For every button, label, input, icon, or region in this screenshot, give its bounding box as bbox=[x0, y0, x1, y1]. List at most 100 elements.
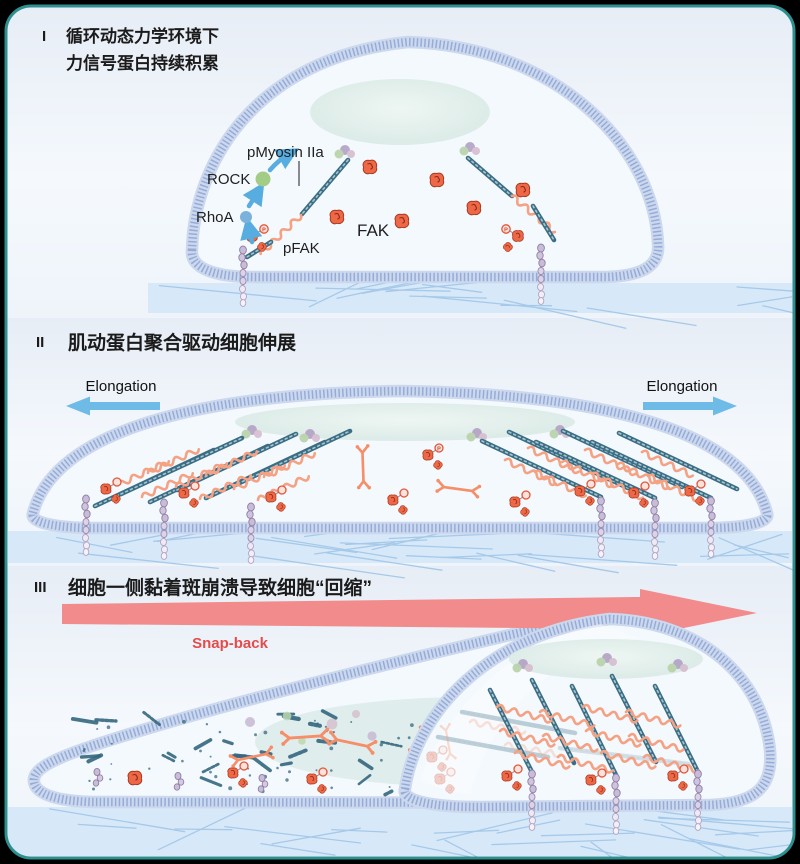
ecm-fiber bbox=[653, 810, 724, 821]
actin-highlight bbox=[559, 747, 689, 765]
ecm-fiber bbox=[441, 553, 533, 559]
actin-highlight bbox=[618, 432, 738, 490]
ecm-fiber bbox=[255, 537, 358, 554]
stress-fiber-right bbox=[465, 155, 558, 243]
label-pfak: pFAK bbox=[283, 240, 320, 257]
ecm-fiber bbox=[361, 280, 428, 294]
ecm-fiber bbox=[224, 825, 362, 844]
actin-speck bbox=[407, 736, 411, 740]
actin-fragment bbox=[86, 753, 104, 764]
actin-fragment bbox=[222, 739, 234, 746]
ecm-fiber bbox=[109, 533, 167, 546]
ecm-fiber bbox=[496, 819, 561, 834]
actin-highlight bbox=[611, 675, 657, 763]
actin-fragment bbox=[94, 718, 118, 723]
fak-molecule bbox=[515, 182, 531, 198]
ecm-fiber bbox=[517, 554, 619, 574]
phosphate-label: P bbox=[437, 446, 441, 452]
frame-border bbox=[4, 4, 796, 860]
actin-highlight bbox=[532, 205, 555, 241]
label-rock: ROCK bbox=[207, 171, 250, 188]
panel-3: III 细胞一侧黏着斑崩溃导致细胞“回缩” bbox=[8, 576, 794, 858]
membrane-ticks bbox=[28, 386, 772, 533]
ecm-fiber bbox=[444, 839, 587, 858]
actin-speck bbox=[92, 787, 95, 791]
actin-fragment bbox=[199, 776, 223, 787]
panel-2-numeral: II bbox=[36, 334, 44, 351]
panel-1-numeral: I bbox=[42, 28, 46, 45]
actin-highlight bbox=[437, 736, 549, 758]
ecm-fiber bbox=[260, 842, 336, 856]
retraction-ghost-wedge bbox=[420, 624, 640, 794]
rhoa-rock-cascade bbox=[240, 148, 300, 245]
actin-speck bbox=[263, 730, 268, 735]
actin-speck bbox=[380, 758, 383, 762]
nucleus-2 bbox=[235, 403, 575, 441]
ecm-fiber bbox=[271, 827, 361, 845]
actin-speck bbox=[330, 769, 333, 772]
rhoa-node bbox=[240, 211, 252, 223]
label-fak: FAK bbox=[357, 221, 390, 240]
fak-molecule bbox=[394, 213, 410, 229]
membrane-ticks bbox=[400, 614, 775, 812]
fak-molecule bbox=[362, 159, 378, 175]
membrane-ticks bbox=[29, 617, 677, 808]
actin-speck bbox=[228, 786, 233, 791]
ecm-fiber bbox=[491, 839, 617, 846]
ecm-fiber bbox=[271, 536, 398, 559]
actin-highlight bbox=[246, 241, 272, 258]
ecm-fiber bbox=[433, 829, 500, 834]
actin-speck bbox=[148, 767, 151, 770]
panel-1-title-line1: 循环动态力学环境下 bbox=[66, 26, 219, 46]
actin-speck bbox=[209, 755, 212, 758]
actin-speck bbox=[205, 723, 209, 726]
actin-speck bbox=[350, 721, 353, 723]
ecm-fiber bbox=[153, 532, 246, 542]
actin-fragment bbox=[166, 751, 177, 759]
anchor-debris bbox=[298, 737, 306, 745]
substrate-1 bbox=[148, 263, 794, 333]
ecm-fiber bbox=[737, 296, 793, 307]
anchor-debris bbox=[282, 711, 292, 721]
ecm-fiber bbox=[388, 533, 501, 540]
fak-molecule bbox=[429, 172, 445, 188]
actin-speck bbox=[96, 728, 99, 730]
ecm-fiber bbox=[657, 816, 794, 832]
panel-2: II 肌动蛋白聚合驱动细胞伸展 Elongation Elongation bbox=[8, 331, 794, 583]
actin-speck bbox=[397, 736, 400, 740]
ecm-fiber bbox=[714, 825, 794, 836]
fak-molecule bbox=[466, 200, 482, 216]
ecm-fiber bbox=[314, 542, 396, 555]
panel-1: I 循环动态力学环境下 力信号蛋白持续积累 bbox=[42, 26, 794, 333]
ecm-fiber bbox=[747, 839, 794, 851]
ecm-fiber bbox=[409, 295, 487, 299]
actin-fragment bbox=[161, 753, 177, 763]
ecm-fiber bbox=[422, 295, 578, 313]
pfak-complex: P bbox=[501, 224, 524, 254]
label-elongation-left: Elongation bbox=[86, 378, 157, 395]
ecm-fiber bbox=[584, 823, 740, 850]
membrane-ticks bbox=[187, 37, 663, 282]
actin-fragment bbox=[193, 738, 213, 751]
actin-highlight bbox=[120, 437, 243, 495]
actin-speck bbox=[109, 778, 112, 781]
ecm-fiber bbox=[421, 283, 483, 293]
actin-speck bbox=[324, 725, 327, 728]
actin-speck bbox=[315, 769, 318, 772]
label-pmyosin: pMyosin IIa bbox=[247, 144, 324, 161]
actin-speck bbox=[88, 779, 91, 783]
anchor-debris bbox=[367, 731, 377, 741]
actin-speck bbox=[329, 746, 334, 751]
signal-arrow bbox=[240, 216, 263, 245]
fak-molecule bbox=[329, 209, 345, 225]
actin-fragment bbox=[380, 740, 403, 748]
actin-speck bbox=[182, 719, 186, 724]
actin-speck bbox=[379, 743, 383, 747]
ecm-fiber bbox=[405, 555, 482, 560]
actin-speck bbox=[110, 742, 113, 745]
panel-1-title-line2: 力信号蛋白持续积累 bbox=[66, 53, 219, 73]
elongation-arrow-right bbox=[643, 396, 737, 416]
stress-fiber-array-retracted bbox=[487, 673, 701, 778]
ecm-fiber bbox=[411, 844, 479, 858]
anchor-debris bbox=[245, 717, 255, 727]
